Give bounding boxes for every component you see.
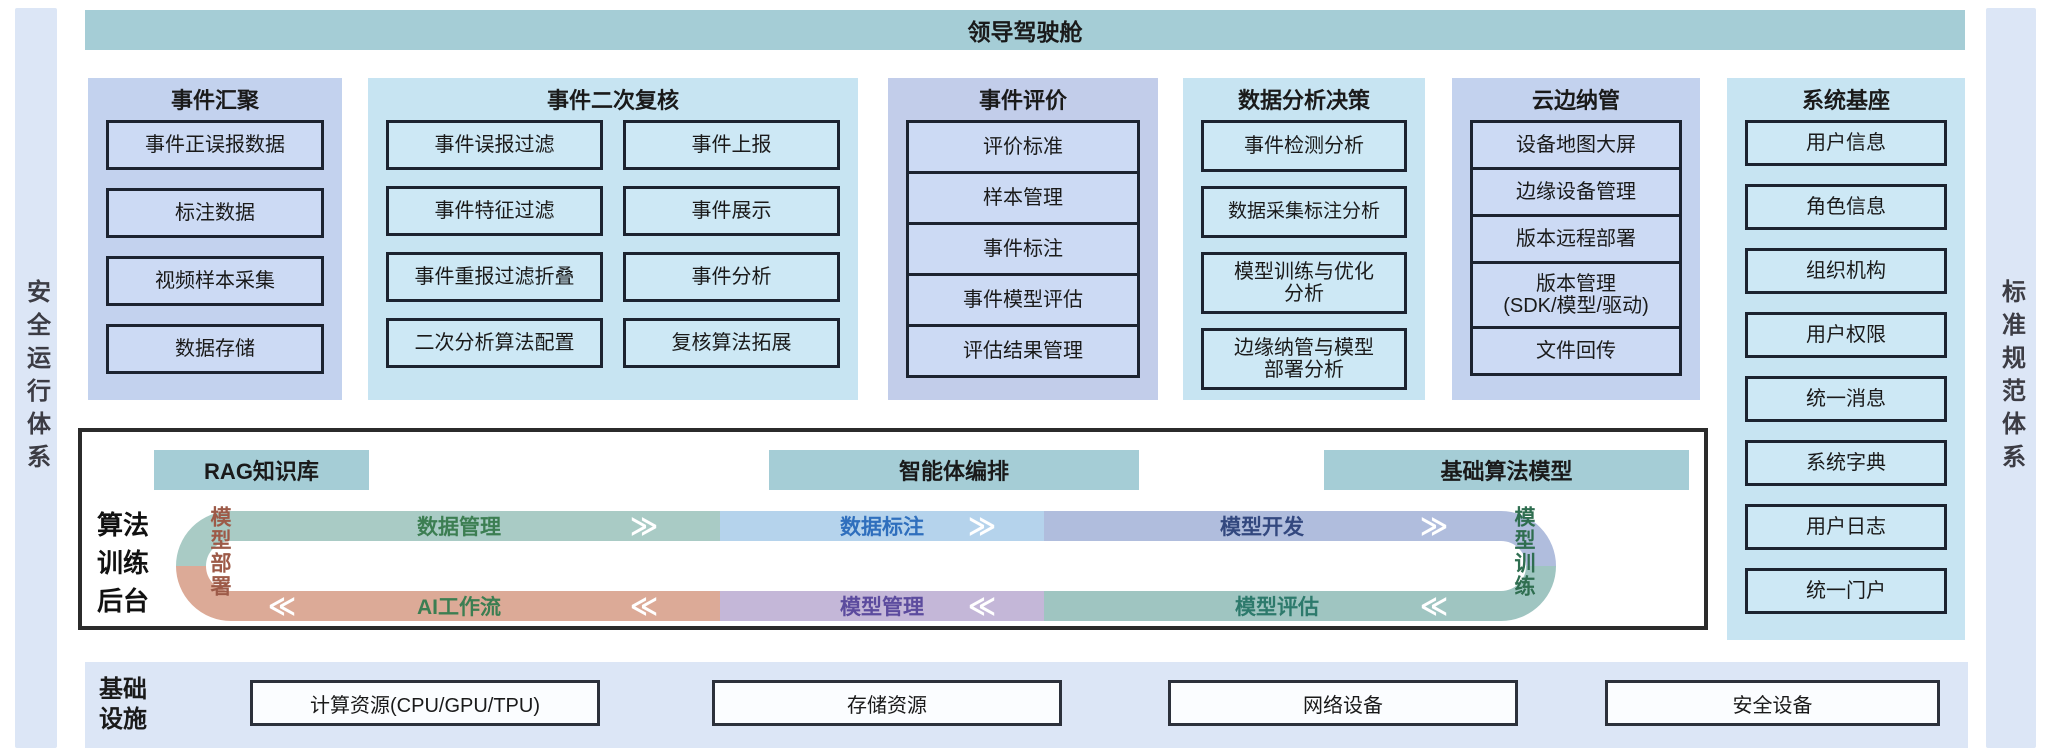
panel-title: 数据分析决策 xyxy=(1237,88,1370,113)
module-box: 用户日志 xyxy=(1745,504,1947,550)
loop-cap-model-deployment: 模型部署 xyxy=(208,506,231,598)
module-box: 角色信息 xyxy=(1745,184,1947,230)
panel-event-aggregation: 事件汇聚 事件正误报数据 标注数据 视频样本采集 数据存储 xyxy=(88,78,342,400)
infra-box-storage: 存储资源 xyxy=(712,680,1062,726)
infrastructure-label: 基础 设施 xyxy=(99,676,147,733)
infra-box-compute: 计算资源(CPU/GPU/TPU) xyxy=(250,680,600,726)
loop-stage-data-annotation: 数据标注 xyxy=(840,516,924,539)
module-box: 边缘纳管与模型 部署分析 xyxy=(1201,328,1407,390)
module-box: 事件检测分析 xyxy=(1201,120,1407,172)
module-box: 版本远程部署 xyxy=(1470,214,1682,264)
panel-title: 事件汇聚 xyxy=(170,88,259,113)
loop-stage-data-management: 数据管理 xyxy=(417,516,501,539)
left-pillar-label: 安全运行体系 xyxy=(22,279,50,477)
back-arrow-icon: ≪ xyxy=(629,590,659,621)
module-box: 版本管理 (SDK/模型/驱动) xyxy=(1470,261,1682,329)
module-box: 事件重报过滤折叠 xyxy=(386,252,603,302)
left-pillar-safety-operation: 安全运行体系 xyxy=(15,8,57,748)
module-box: 事件分析 xyxy=(623,252,840,302)
leadership-cockpit-banner: 领导驾驶舱 xyxy=(85,10,1965,50)
right-pillar-label: 标准规范体系 xyxy=(1997,279,2025,477)
loop-track-graphic xyxy=(176,511,1556,621)
panel-event-recheck: 事件二次复核 事件误报过滤 事件上报 事件特征过滤 事件展示 事件重报过滤折叠 … xyxy=(368,78,858,400)
back-arrow-icon: ≪ xyxy=(1419,590,1449,621)
module-box: 统一消息 xyxy=(1745,376,1947,422)
module-box: 标注数据 xyxy=(106,188,324,238)
infra-box-security: 安全设备 xyxy=(1605,680,1940,726)
module-box: 评估结果管理 xyxy=(906,324,1140,378)
forward-arrow-icon: ≫ xyxy=(1419,510,1449,541)
module-box: 组织机构 xyxy=(1745,248,1947,294)
module-box: 事件上报 xyxy=(623,120,840,170)
forward-arrow-icon: ≫ xyxy=(967,510,997,541)
header-base-algorithm-models: 基础算法模型 xyxy=(1324,450,1689,490)
panel-title: 事件二次复核 xyxy=(546,88,679,113)
header-rag-knowledge-base: RAG知识库 xyxy=(154,450,369,490)
module-box: 事件模型评估 xyxy=(906,273,1140,327)
header-agent-orchestration: 智能体编排 xyxy=(769,450,1139,490)
training-backend-label: 算法 训练 后台 xyxy=(96,510,149,616)
banner-title: 领导驾驶舱 xyxy=(967,19,1083,45)
module-box: 视频样本采集 xyxy=(106,256,324,306)
infra-box-network: 网络设备 xyxy=(1168,680,1518,726)
module-box: 用户信息 xyxy=(1745,120,1947,166)
panel-cloud-edge-management: 云边纳管 设备地图大屏 边缘设备管理 版本远程部署 版本管理 (SDK/模型/驱… xyxy=(1452,78,1700,400)
module-box: 事件误报过滤 xyxy=(386,120,603,170)
module-box: 事件展示 xyxy=(623,186,840,236)
module-box: 数据采集标注分析 xyxy=(1201,186,1407,238)
loop-stage-ai-workflow: AI工作流 xyxy=(417,596,501,619)
module-box: 统一门户 xyxy=(1745,568,1947,614)
loop-cap-model-training: 模型训练 xyxy=(1512,506,1535,598)
panel-system-base: 系统基座 用户信息 角色信息 组织机构 用户权限 统一消息 系统字典 用户日志 … xyxy=(1727,78,1965,640)
module-box: 边缘设备管理 xyxy=(1470,167,1682,217)
module-box: 样本管理 xyxy=(906,171,1140,225)
module-box: 模型训练与优化 分析 xyxy=(1201,252,1407,314)
loop-stage-model-development: 模型开发 xyxy=(1220,516,1304,539)
panel-title: 云边纳管 xyxy=(1531,88,1620,113)
back-arrow-icon: ≪ xyxy=(967,590,997,621)
module-box: 用户权限 xyxy=(1745,312,1947,358)
panel-title: 系统基座 xyxy=(1801,88,1890,113)
loop-stage-model-evaluation: 模型评估 xyxy=(1235,596,1319,619)
module-box: 评价标准 xyxy=(906,120,1140,174)
module-box: 二次分析算法配置 xyxy=(386,318,603,368)
algorithm-training-backend: 算法 训练 后台 RAG知识库 智能体编排 基础算法模型 数据管 xyxy=(78,428,1708,630)
infrastructure-bar: 基础 设施 计算资源(CPU/GPU/TPU) 存储资源 网络设备 安全设备 xyxy=(85,662,1968,748)
panel-data-analysis-decision: 数据分析决策 事件检测分析 数据采集标注分析 模型训练与优化 分析 边缘纳管与模… xyxy=(1183,78,1425,400)
panel-title: 事件评价 xyxy=(978,88,1067,113)
loop-stage-model-management: 模型管理 xyxy=(840,596,924,619)
module-box: 复核算法拓展 xyxy=(623,318,840,368)
back-arrow-icon: ≪ xyxy=(267,590,297,621)
module-box: 文件回传 xyxy=(1470,326,1682,376)
module-box: 系统字典 xyxy=(1745,440,1947,486)
right-pillar-standards: 标准规范体系 xyxy=(1986,8,2036,748)
module-box: 事件特征过滤 xyxy=(386,186,603,236)
panel-event-evaluation: 事件评价 评价标准 样本管理 事件标注 事件模型评估 评估结果管理 xyxy=(888,78,1158,400)
module-box: 设备地图大屏 xyxy=(1470,120,1682,170)
module-box: 数据存储 xyxy=(106,324,324,374)
module-box: 事件标注 xyxy=(906,222,1140,276)
forward-arrow-icon: ≫ xyxy=(629,510,659,541)
module-box: 事件正误报数据 xyxy=(106,120,324,170)
